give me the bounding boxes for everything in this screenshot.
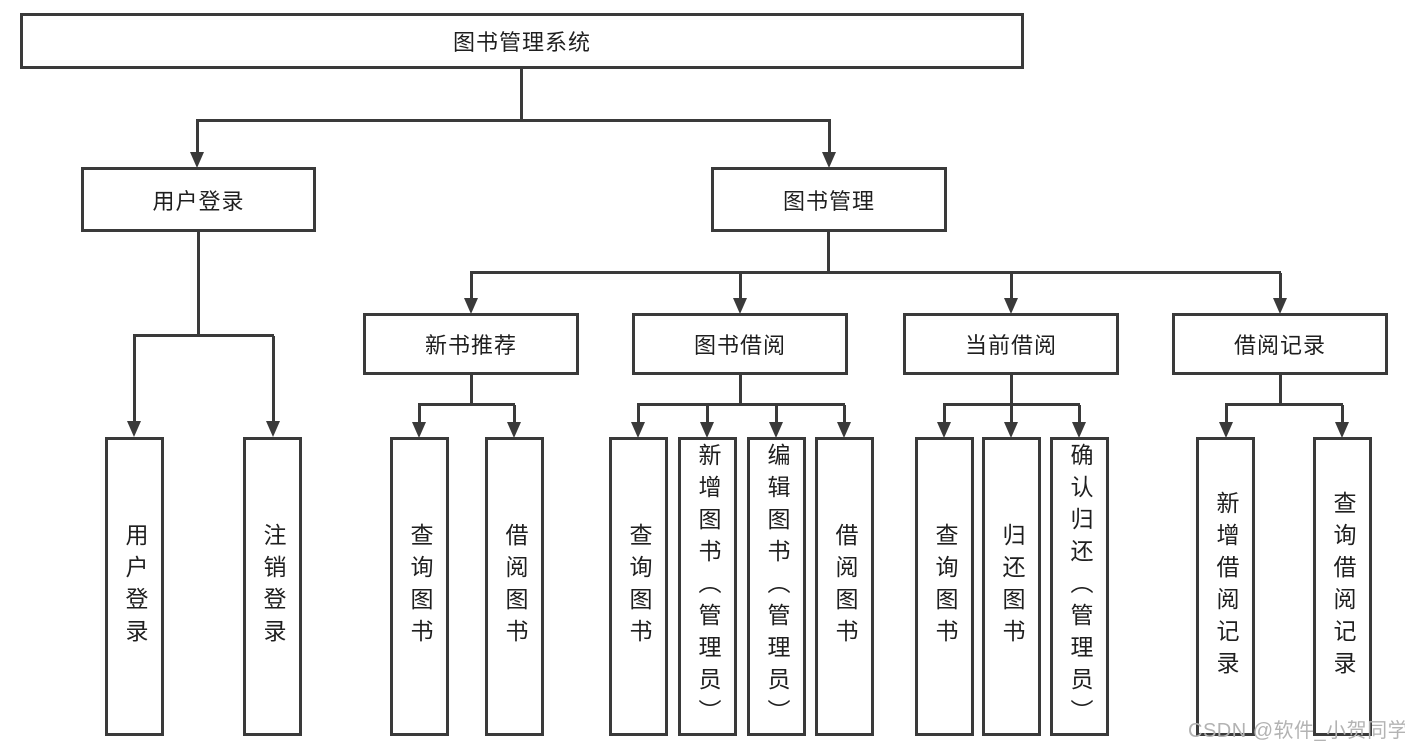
connector-bookmgmt-rail [470, 271, 1281, 274]
arrow-to-book-mgmt [821, 119, 837, 168]
leaf-records-query-label: 查询借阅记录 [1330, 490, 1356, 683]
arrow-to-borrow-records [1272, 273, 1288, 314]
connector-newbooks-stem [470, 375, 473, 406]
node-book-borrow: 图书借阅 [632, 313, 848, 375]
arrow-to-logout-leaf [265, 336, 281, 437]
leaf-user-login: 用户登录 [105, 437, 164, 736]
connector-root-stem [520, 69, 523, 122]
leaf-bookborrow-edit: 编辑图书（管理员） [747, 437, 806, 736]
csdn-watermark: CSDN @软件_小贺同学 [1188, 720, 1405, 742]
arrow-newbooks-borrow [506, 405, 522, 438]
leaf-bookborrow-query-label: 查询图书 [626, 522, 652, 651]
arrow-to-new-books [463, 273, 479, 314]
arrow-newbooks-query [411, 405, 427, 438]
connector-root-rail [196, 119, 831, 122]
leaf-bookborrow-borrow-label: 借阅图书 [832, 522, 858, 651]
leaf-newbooks-borrow: 借阅图书 [485, 437, 544, 736]
leaf-bookborrow-query: 查询图书 [609, 437, 668, 736]
connector-records-stem [1279, 375, 1282, 406]
node-book-mgmt-branch: 图书管理 [711, 167, 947, 232]
arrow-to-book-borrow [732, 273, 748, 314]
connector-bookborrow-stem [739, 375, 742, 406]
node-root-label: 图书管理系统 [452, 30, 591, 55]
node-root: 图书管理系统 [20, 13, 1024, 69]
leaf-currentborrow-return: 归还图书 [982, 437, 1041, 736]
connector-records-rail [1225, 403, 1343, 406]
leaf-logout-label: 注销登录 [260, 522, 286, 651]
node-borrow-records: 借阅记录 [1172, 313, 1388, 375]
leaf-currentborrow-confirm-label: 确认归还（管理员） [1067, 442, 1093, 731]
arrow-currentborrow-query [936, 405, 952, 438]
arrow-bookborrow-borrow [836, 405, 852, 438]
leaf-currentborrow-query-label: 查询图书 [932, 522, 958, 651]
connector-user-rail [133, 334, 274, 337]
leaf-newbooks-query-label: 查询图书 [407, 522, 433, 651]
leaf-currentborrow-query: 查询图书 [915, 437, 974, 736]
connector-bookborrow-rail [637, 403, 845, 406]
node-user-login-branch: 用户登录 [81, 167, 316, 232]
arrow-records-query [1334, 405, 1350, 438]
node-current-borrow: 当前借阅 [903, 313, 1119, 375]
node-new-books: 新书推荐 [363, 313, 579, 375]
leaf-newbooks-borrow-label: 借阅图书 [502, 522, 528, 651]
node-book-mgmt-branch-label: 图书管理 [782, 188, 875, 214]
connector-bookmgmt-stem [827, 232, 830, 274]
node-new-books-label: 新书推荐 [424, 333, 517, 358]
arrow-currentborrow-confirm [1071, 405, 1087, 438]
arrow-to-current-borrow [1003, 273, 1019, 314]
connector-newbooks-rail [418, 403, 515, 406]
connector-currentborrow-rail [943, 403, 1080, 406]
leaf-newbooks-query: 查询图书 [390, 437, 449, 736]
node-current-borrow-label: 当前借阅 [964, 333, 1057, 358]
arrow-to-user-login [189, 119, 205, 168]
leaf-bookborrow-add-label: 新增图书（管理员） [695, 442, 721, 731]
connector-user-stem [197, 232, 200, 337]
leaf-records-add-label: 新增借阅记录 [1213, 490, 1239, 683]
node-user-login-branch-label: 用户登录 [152, 188, 245, 214]
leaf-bookborrow-add: 新增图书（管理员） [678, 437, 737, 736]
arrow-bookborrow-query [630, 405, 646, 438]
leaf-currentborrow-confirm: 确认归还（管理员） [1050, 437, 1109, 736]
connector-currentborrow-stem [1010, 375, 1013, 406]
arrow-records-add [1218, 405, 1234, 438]
leaf-logout: 注销登录 [243, 437, 302, 736]
leaf-bookborrow-borrow: 借阅图书 [815, 437, 874, 736]
arrow-bookborrow-add [699, 405, 715, 438]
arrow-bookborrow-edit [768, 405, 784, 438]
leaf-bookborrow-edit-label: 编辑图书（管理员） [764, 442, 790, 731]
leaf-records-query: 查询借阅记录 [1313, 437, 1372, 736]
leaf-records-add: 新增借阅记录 [1196, 437, 1255, 736]
leaf-user-login-label: 用户登录 [122, 522, 148, 651]
node-borrow-records-label: 借阅记录 [1233, 333, 1326, 358]
arrow-currentborrow-return [1003, 405, 1019, 438]
arrow-to-user-login-leaf [126, 336, 142, 437]
leaf-currentborrow-return-label: 归还图书 [999, 522, 1025, 651]
node-book-borrow-label: 图书借阅 [693, 333, 786, 358]
